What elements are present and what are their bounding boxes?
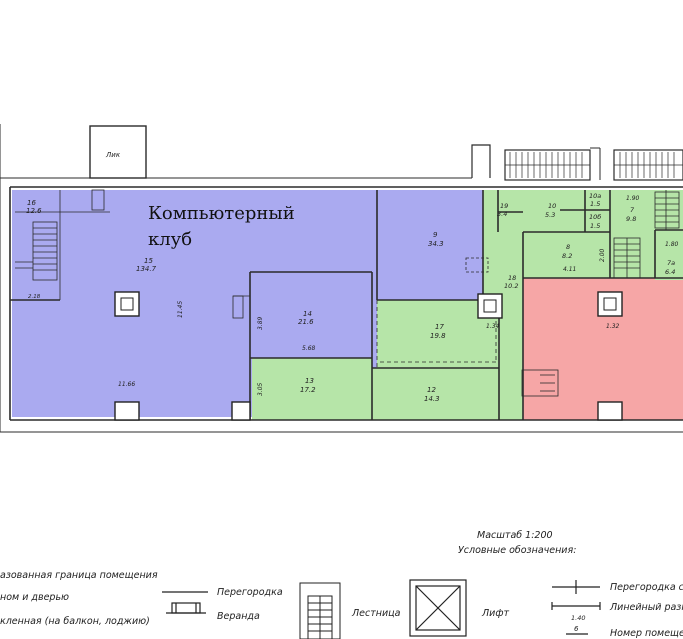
- legend-partition-door-sample: [551, 580, 601, 635]
- legend-partition: Перегородка: [217, 587, 283, 598]
- dim-5-68: 5.68: [302, 345, 316, 352]
- dim-4-11: 4.11: [563, 266, 576, 273]
- legend-num-sample: 6: [574, 625, 579, 633]
- top-stair-blocks: [505, 152, 683, 178]
- dim-11-66: 11.66: [118, 381, 135, 388]
- dim-1-90: 1.90: [626, 195, 640, 202]
- room-7a-number: 7а: [667, 259, 675, 267]
- scale-label: Масштаб 1:200: [477, 530, 553, 541]
- legend-boundary: азованная граница помещения: [0, 570, 158, 581]
- room-12-number: 12: [427, 386, 436, 394]
- room-15-number: 15: [144, 257, 153, 265]
- elevator-label: Лик: [105, 151, 121, 159]
- green-zone-right-column: [655, 230, 683, 280]
- green-zone-room-13: [252, 358, 372, 420]
- room-13-number: 13: [305, 377, 314, 385]
- legend-veranda: Веранда: [217, 611, 260, 622]
- room-10-area: 5.3: [545, 211, 555, 219]
- legend-partition-door: Перегородка с д: [610, 582, 683, 593]
- legend-linear-dim: Линейный размер: [609, 602, 683, 613]
- room-10b-number: 10б: [589, 213, 601, 221]
- legend-window: ном и дверью: [0, 592, 69, 603]
- room-7a-area: 6.4: [665, 268, 675, 276]
- club-title-line-2: клуб: [148, 229, 192, 250]
- room-7-number: 7: [630, 206, 635, 214]
- green-zone-room-12: [372, 368, 499, 420]
- legend-lift: Лифт: [481, 608, 509, 619]
- dim-1-80: 1.80: [665, 241, 679, 248]
- dim-3-89: 3.89: [257, 316, 264, 330]
- dimension-labels: 2.18 11.45 11.66 3.89 5.68 3.05 1.34 1.3…: [28, 195, 679, 396]
- room-17-area: 19.8: [430, 332, 446, 340]
- room-9-number: 9: [433, 231, 438, 239]
- club-zone-right: [377, 190, 483, 300]
- legend-partition-sample: [162, 591, 208, 614]
- room-14-area: 21.6: [298, 318, 314, 326]
- dim-2-18: 2.18: [28, 294, 41, 300]
- room-7-area: 9.8: [626, 215, 636, 223]
- room-8-number: 8: [566, 243, 570, 251]
- stair-right: [613, 191, 680, 279]
- room-16-area: 12.6: [26, 207, 42, 215]
- dim-2-00: 2.00: [599, 248, 606, 262]
- room-18-area: 10.2: [504, 282, 518, 290]
- dim-1-32: 1.32: [606, 323, 620, 330]
- legend-room-number: Номер помещен: [610, 628, 683, 639]
- legend-left-column: азованная граница помещения ном и дверью…: [0, 570, 158, 627]
- columns: [114, 291, 623, 421]
- room-17-number: 17: [435, 323, 444, 331]
- legend-stair-sample: [299, 582, 341, 639]
- dim-3-05: 3.05: [257, 382, 264, 396]
- room-8-area: 8.2: [562, 252, 572, 260]
- room-19-area: 3.4: [497, 210, 507, 218]
- legend-dim-sample-value: 1.40: [571, 614, 585, 622]
- room-9-area: 34.3: [428, 240, 444, 248]
- room-10-number: 10: [548, 202, 556, 210]
- room-19-number: 19: [500, 202, 508, 210]
- room-10b-area: 1.5: [590, 222, 600, 230]
- legend-header: Условные обозначения:: [458, 545, 576, 556]
- dim-11-45: 11.45: [177, 301, 184, 318]
- legend-lift-sample: [409, 579, 467, 637]
- room-labels: 16 12.6 15 134.7 9 34.3 14 21.6 17 19.8 …: [26, 192, 675, 403]
- legend-stair: Лестница: [351, 608, 401, 619]
- room-14-number: 14: [303, 310, 312, 318]
- stair-left: [15, 221, 58, 281]
- room-16-number: 16: [27, 199, 36, 207]
- room-15-area: 134.7: [136, 265, 157, 273]
- room-13-area: 17.2: [300, 386, 316, 394]
- club-title-line-1: Компьютерный: [148, 203, 295, 224]
- dim-1-34: 1.34: [486, 323, 500, 330]
- green-zone-corridor: [499, 300, 523, 420]
- room-12-area: 14.3: [424, 395, 440, 403]
- room-10a-area: 1.5: [590, 200, 600, 208]
- room-10a-number: 10а: [589, 192, 601, 200]
- room-18-number: 18: [508, 274, 516, 282]
- legend-glazed: кленная (на балкон, лоджию): [0, 616, 150, 627]
